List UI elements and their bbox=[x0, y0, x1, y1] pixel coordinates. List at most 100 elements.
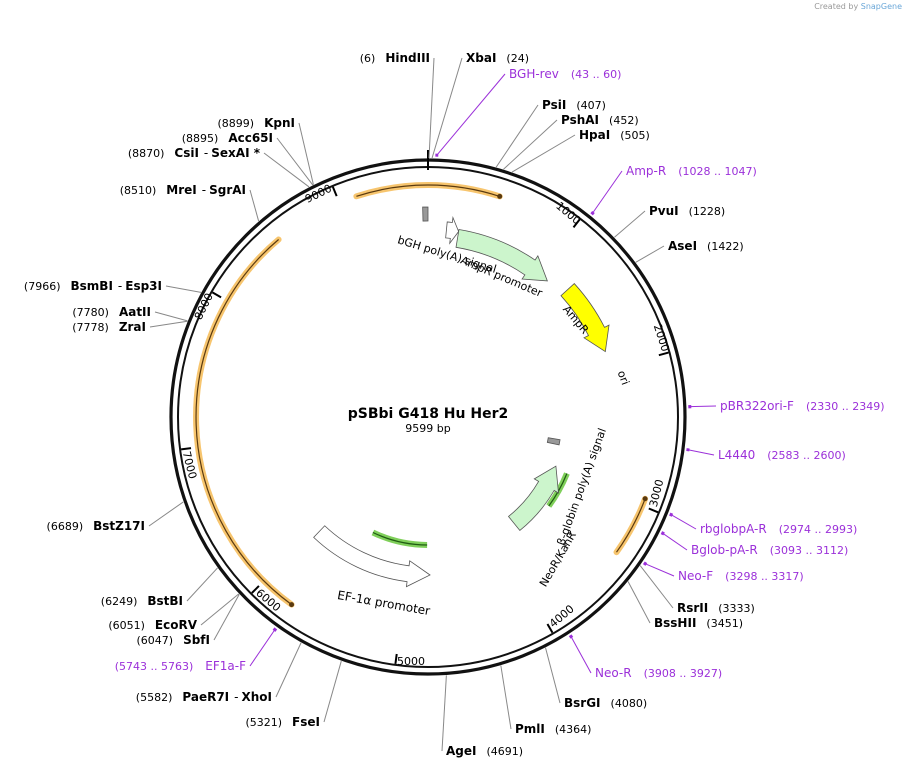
credit-brand: SnapGene bbox=[860, 2, 902, 11]
restriction-site-label[interactable]: PsiI(407) bbox=[542, 98, 606, 112]
feature-terminator[interactable] bbox=[422, 206, 429, 222]
site-leader bbox=[148, 501, 184, 527]
restriction-site-label[interactable]: (8895)Acc65I bbox=[182, 131, 273, 145]
restriction-site-label[interactable]: (6689)BstZ17I bbox=[47, 519, 145, 533]
enzyme-position: (6047) bbox=[137, 634, 174, 647]
primer-leader bbox=[644, 563, 675, 577]
primer-label[interactable]: pBR322ori-F(2330 .. 2349) bbox=[720, 399, 885, 413]
site-leader bbox=[511, 134, 576, 173]
enzyme-position: (4691) bbox=[486, 745, 523, 758]
enzyme-name: BstZ17I bbox=[93, 519, 145, 533]
restriction-site-label[interactable]: (8870)CsiI-SexAI * bbox=[128, 146, 261, 160]
cds-arc-halo bbox=[371, 529, 428, 548]
restriction-site-label[interactable]: (8510)MreI-SgrAI bbox=[120, 183, 246, 197]
primer-label[interactable]: (5743 .. 5763)EF1a-F bbox=[115, 659, 246, 673]
enzyme-name: SbfI bbox=[183, 633, 210, 647]
primer-name: Amp-R bbox=[626, 164, 666, 178]
orf-arc-end bbox=[497, 193, 503, 199]
site-leader bbox=[275, 642, 302, 698]
primer-leader bbox=[689, 405, 717, 408]
backbone-group bbox=[169, 150, 687, 676]
restriction-site-label[interactable]: (6249)BstBI bbox=[101, 594, 183, 608]
primer-label[interactable]: Neo-R(3908 .. 3927) bbox=[595, 666, 722, 680]
site-leader bbox=[154, 311, 188, 322]
feature-cds[interactable] bbox=[507, 465, 559, 532]
primer-leader bbox=[570, 636, 592, 674]
enzyme-name: BsrGI bbox=[564, 696, 601, 710]
restriction-site-label[interactable]: (6051)EcoRV bbox=[108, 618, 197, 632]
site-leader bbox=[441, 675, 447, 752]
primer-label[interactable]: BGH-rev(43 .. 60) bbox=[509, 67, 621, 81]
primer-mark bbox=[590, 210, 595, 216]
enzyme-name: KpnI bbox=[264, 116, 295, 130]
restriction-site-label[interactable]: XbaI(24) bbox=[466, 51, 529, 65]
restriction-site-label[interactable]: AseI(1422) bbox=[668, 239, 744, 253]
restriction-site-label[interactable]: (7778)ZraI bbox=[72, 320, 146, 334]
orf-arc bbox=[195, 239, 292, 606]
orf-arc-end bbox=[642, 496, 648, 502]
enzyme-name: AgeI bbox=[446, 744, 476, 758]
feature-promoter[interactable] bbox=[313, 525, 431, 588]
enzyme-name: Acc65I bbox=[228, 131, 273, 145]
restriction-site-label[interactable]: (5321)FseI bbox=[245, 715, 320, 729]
restriction-site-label[interactable]: PmlI(4364) bbox=[515, 722, 591, 736]
primer-range: (43 .. 60) bbox=[571, 68, 622, 81]
enzyme-position: (5582) bbox=[136, 691, 173, 704]
primer-range: (5743 .. 5763) bbox=[115, 660, 194, 673]
site-leader bbox=[545, 647, 561, 704]
primer-label[interactable]: Neo-F(3298 .. 3317) bbox=[678, 569, 804, 583]
enzyme-position: (8510) bbox=[120, 184, 157, 197]
restriction-site-label[interactable]: RsrII(3333) bbox=[677, 601, 755, 615]
enzyme-name: MreI bbox=[166, 183, 196, 197]
primer-mark bbox=[642, 561, 648, 566]
enzyme-position: (6051) bbox=[108, 619, 145, 632]
enzyme-name: Esp3I bbox=[125, 279, 162, 293]
primer-leader bbox=[249, 629, 276, 667]
restriction-site-label[interactable]: (7780)AatII bbox=[72, 305, 151, 319]
restriction-site-label[interactable]: (8899)KpnI bbox=[218, 116, 295, 130]
enzyme-position: (3333) bbox=[718, 602, 755, 615]
site-leader bbox=[428, 57, 435, 159]
tick-mark bbox=[251, 585, 260, 594]
enzyme-name: PvuI bbox=[649, 204, 679, 218]
enzyme-position: (7778) bbox=[72, 321, 109, 334]
enzyme-name: HindIII bbox=[385, 51, 430, 65]
primer-label[interactable]: rbglobpA-R(2974 .. 2993) bbox=[700, 522, 857, 536]
primer-label[interactable]: Amp-R(1028 .. 1047) bbox=[626, 164, 757, 178]
feature-rep_origin[interactable] bbox=[560, 282, 610, 353]
restriction-site-label[interactable]: BsrGI(4080) bbox=[564, 696, 647, 710]
feature-terminator[interactable] bbox=[546, 437, 561, 446]
tick-mark bbox=[658, 351, 669, 357]
restriction-site-label[interactable]: BssHII(3451) bbox=[654, 616, 743, 630]
primer-label[interactable]: L4440(2583 .. 2600) bbox=[718, 448, 846, 462]
primer-label[interactable]: Bglob-pA-R(3093 .. 3112) bbox=[691, 543, 848, 557]
feature-promoter[interactable] bbox=[445, 215, 460, 245]
restriction-site-label[interactable]: PvuI(1228) bbox=[649, 204, 725, 218]
enzyme-position: (7966) bbox=[24, 280, 61, 293]
site-leader bbox=[249, 189, 260, 222]
enzyme-position: (3451) bbox=[706, 617, 743, 630]
site-leader bbox=[186, 567, 218, 602]
enzyme-position: (505) bbox=[620, 129, 650, 142]
restriction-site-label[interactable]: PshAI(452) bbox=[561, 113, 639, 127]
site-leader bbox=[495, 104, 539, 168]
primer-name: pBR322ori-F bbox=[720, 399, 794, 413]
restriction-site-label[interactable]: (5582)PaeR7I-XhoI bbox=[136, 690, 272, 704]
primer-name: Neo-R bbox=[595, 666, 632, 680]
restriction-site-label[interactable]: AgeI (4691) bbox=[446, 744, 523, 758]
tick-mark bbox=[648, 507, 659, 514]
tick-mark bbox=[546, 623, 554, 634]
tick-mark bbox=[572, 218, 581, 229]
restriction-site-label[interactable]: (7966)BsmBI-Esp3I bbox=[24, 279, 162, 293]
restriction-site-label[interactable]: (6047) SbfI bbox=[137, 633, 211, 647]
restriction-site-label[interactable]: (6)HindIII bbox=[360, 51, 430, 65]
enzyme-position: (7780) bbox=[72, 306, 109, 319]
plasmid-name: pSBbi G418 Hu Her2 bbox=[348, 406, 508, 422]
feature-cds[interactable] bbox=[455, 229, 548, 282]
site-group[interactable]: (6)HindIII XbaI(24) PsiI(407)PshAI(452)Hpa… bbox=[24, 51, 885, 758]
enzyme-name: PshAI bbox=[561, 113, 599, 127]
restriction-site-label[interactable]: HpaI(505) bbox=[579, 128, 650, 142]
primer-mark bbox=[568, 634, 574, 639]
enzyme-name: PmlI bbox=[515, 722, 545, 736]
